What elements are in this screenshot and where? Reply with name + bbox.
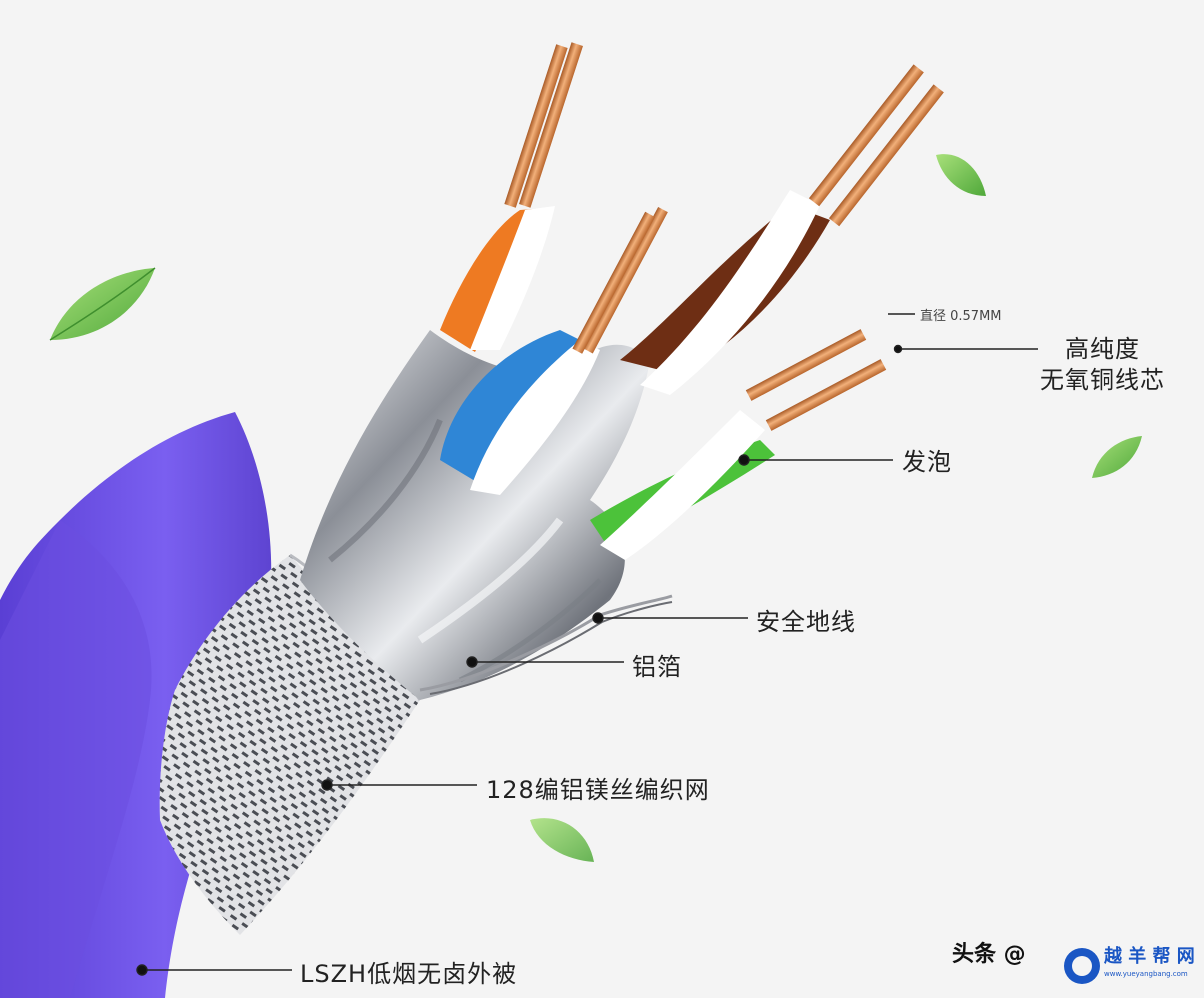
label-foil: 铝箔 [632, 653, 682, 681]
braid-shield [159, 555, 420, 935]
label-copper-line1: 高纯度 [1065, 335, 1140, 363]
watermark-text: 头条 @ [952, 942, 1026, 967]
watermark-logo-text: 越 羊 帮 网 [1104, 946, 1195, 967]
label-copper-line2: 无氧铜线芯 [1040, 366, 1165, 394]
leaf-icon [530, 818, 594, 862]
blue-pair [440, 207, 668, 495]
label-braid: 128编铝镁丝编织网 [486, 776, 710, 804]
green-pair [590, 329, 887, 560]
label-foam: 发泡 [902, 448, 952, 476]
leaf-icon [936, 154, 986, 196]
leaf-icon [1092, 436, 1142, 478]
label-copper-core: 高纯度 无氧铜线芯 [1040, 334, 1165, 396]
watermark-logo-url: www.yueyangbang.com [1104, 970, 1188, 978]
watermark-logo-icon [1064, 948, 1100, 984]
brown-pair [620, 64, 944, 395]
foil-bundle [300, 330, 650, 700]
leaf-icon [49, 267, 156, 341]
callout-lines [136, 313, 1038, 976]
label-diameter: 直径 0.57MM [920, 309, 1002, 324]
orange-pair [440, 42, 583, 352]
label-ground-wire: 安全地线 [756, 608, 856, 636]
watermark-logo: 越 羊 帮 网 www.yueyangbang.com [1060, 938, 1196, 992]
label-jacket: LSZH低烟无卤外被 [300, 960, 518, 988]
